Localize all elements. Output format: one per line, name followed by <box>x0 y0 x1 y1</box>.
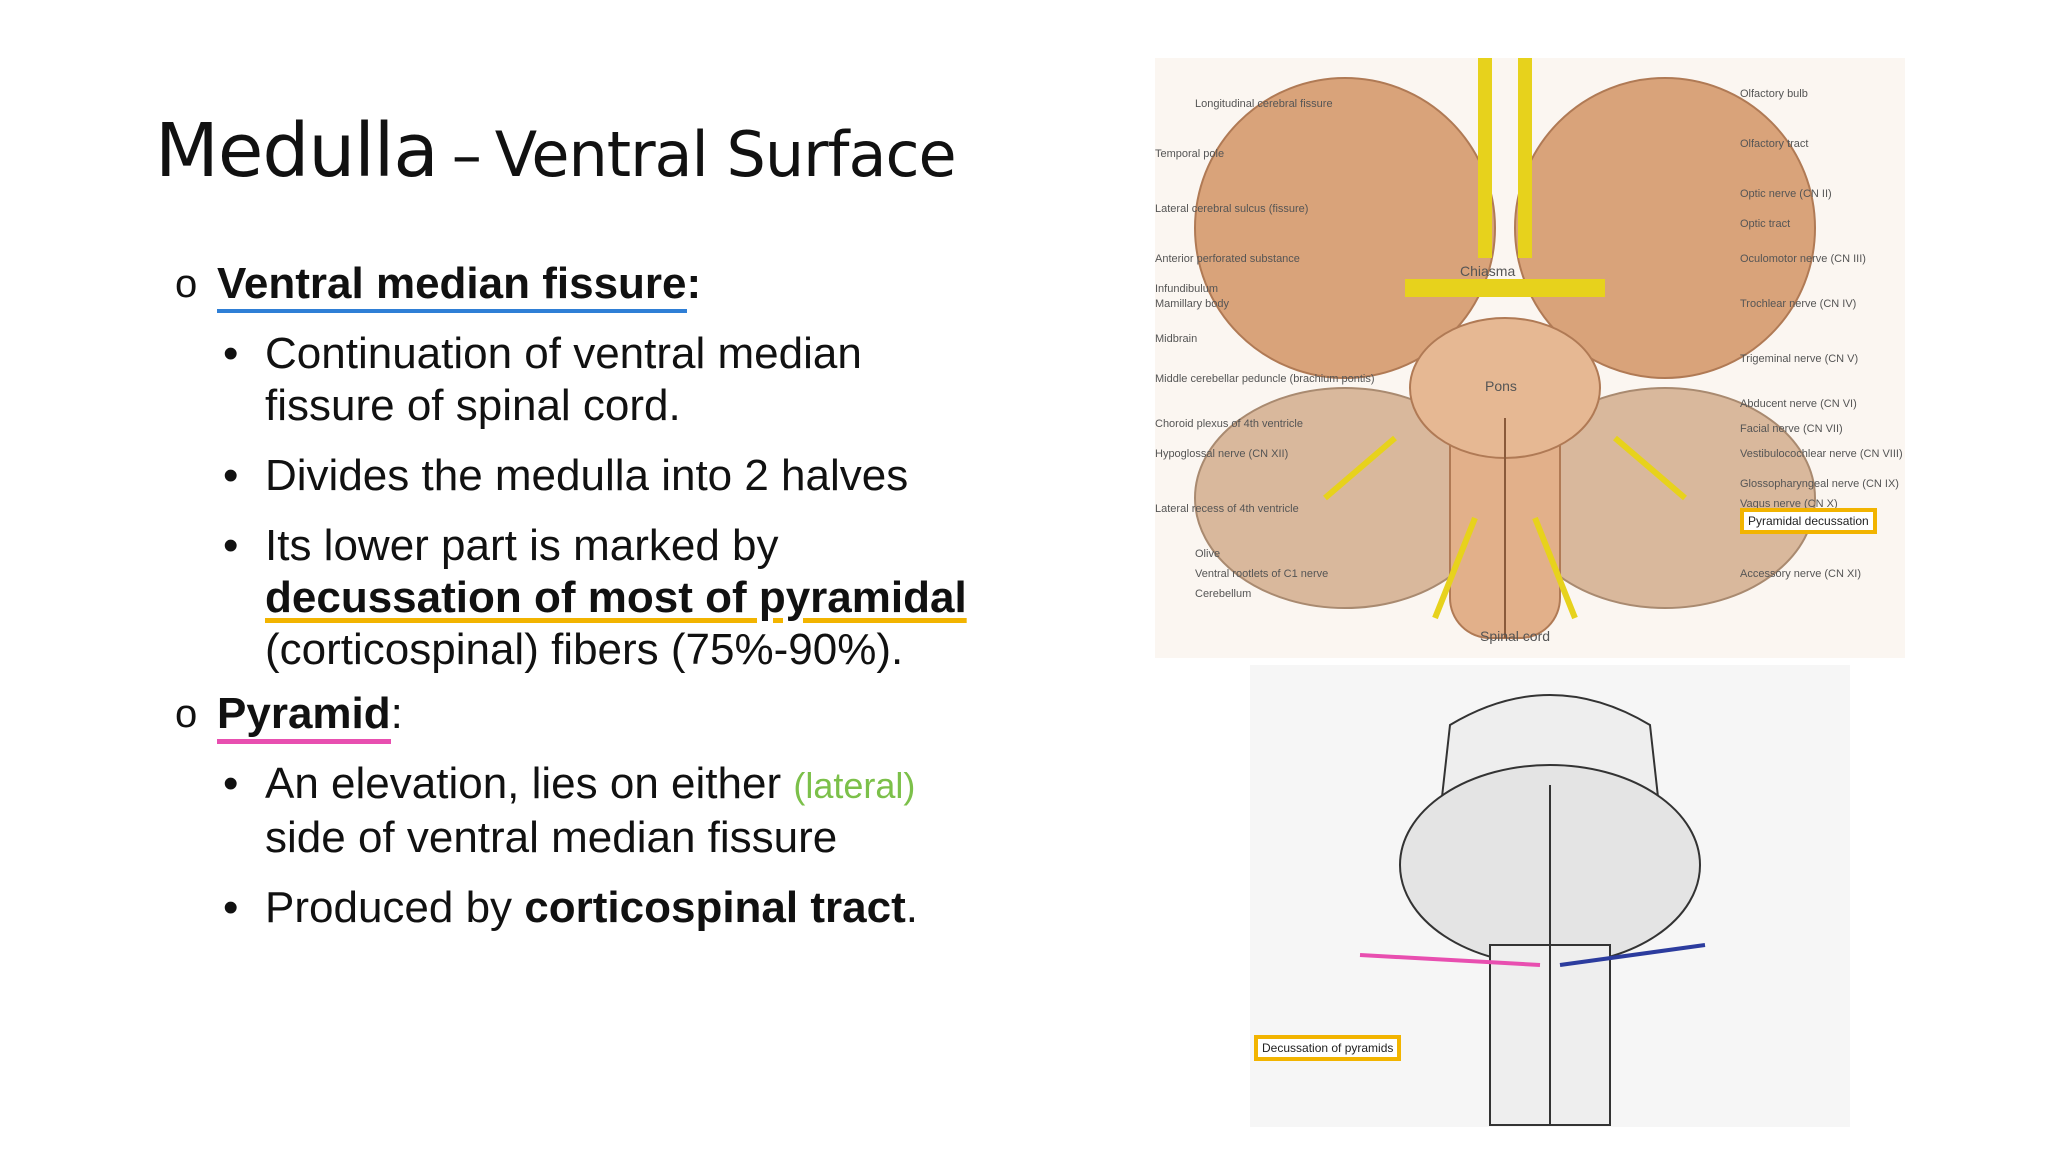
figure-label: Trochlear nerve (CN IV) <box>1740 298 1857 310</box>
figure-label: Abducent nerve (CN VI) <box>1740 398 1857 410</box>
figure-label: Vagus nerve (CN X) <box>1740 498 1838 510</box>
bullet-text: . <box>905 883 918 932</box>
bullet-item: • An elevation, lies on either (lateral)… <box>175 758 995 864</box>
figure-label: Cerebellum <box>1195 588 1252 600</box>
figure-label: Middle cerebellar peduncle (brachium pon… <box>1155 373 1375 385</box>
brainstem-line-drawing: Decussation of pyramids <box>1250 665 1850 1127</box>
figure-label: Olive <box>1195 548 1221 560</box>
figure-label: Glossopharyngeal nerve (CN IX) <box>1740 478 1899 490</box>
figure-label: Olfactory tract <box>1740 138 1809 150</box>
bullet-bold-text: corticospinal tract <box>524 883 906 932</box>
figure-label: Ventral rootlets of C1 nerve <box>1195 568 1329 580</box>
brainstem-line-svg <box>1359 694 1706 1126</box>
slide-title-main: Medulla <box>155 108 439 194</box>
heading-text: Ventral median fissure <box>217 259 687 313</box>
bullet-lateral-note: (lateral) <box>793 765 916 806</box>
bullet-dot-icon: • <box>223 451 239 500</box>
brainstem-color-drawing <box>1194 58 1816 639</box>
slide-body: o Ventral median fissure: • Continuation… <box>175 258 995 934</box>
bullet-item: • Continuation of ventral median fissure… <box>175 328 995 432</box>
figure-label: Hypoglossal nerve (CN XII) <box>1155 448 1289 460</box>
figure-label: Midbrain <box>1155 333 1198 345</box>
bullet-item: • Divides the medulla into 2 halves <box>175 450 995 502</box>
section-heading-pyramid: o Pyramid: <box>175 688 995 744</box>
section-heading-ventral-median-fissure: o Ventral median fissure: <box>175 258 995 313</box>
figure-label: Oculomotor nerve (CN III) <box>1740 253 1866 265</box>
figure-label: Lateral recess of 4th ventricle <box>1155 503 1299 515</box>
pyramidal-decussation-callout: Pyramidal decussation <box>1740 508 1877 534</box>
heading-suffix: : <box>686 259 702 308</box>
figure-label: Lateral cerebral sulcus (fissure) <box>1155 203 1309 215</box>
figure-label: Facial nerve (CN VII) <box>1740 423 1843 435</box>
figure-label: Trigeminal nerve (CN V) <box>1740 353 1859 365</box>
heading-suffix: : <box>390 689 403 738</box>
figure-inline-text: Pons <box>1485 378 1517 394</box>
figure-label: Anterior perforated substance <box>1155 253 1300 265</box>
figure-label: Optic tract <box>1740 218 1791 230</box>
figure-label: Longitudinal cerebral fissure <box>1195 98 1333 110</box>
bullet-item: • Its lower part is marked by decussatio… <box>175 520 995 676</box>
circle-bullet-icon: o <box>175 262 198 306</box>
figure-inline-text: Chiasma <box>1460 263 1516 279</box>
circle-bullet-icon: o <box>175 692 198 736</box>
bullet-text: Divides the medulla into 2 halves <box>265 451 909 500</box>
figure-label: Vestibulocochlear nerve (CN VIII) <box>1740 448 1903 460</box>
decussation-of-pyramids-callout: Decussation of pyramids <box>1254 1035 1402 1061</box>
figure-label: Optic nerve (CN II) <box>1740 188 1832 200</box>
slide-title-sub: Ventral Surface <box>494 118 957 191</box>
slide-title: Medulla–Ventral Surface <box>155 108 957 194</box>
figure-inline-text: Spinal cord <box>1480 628 1551 644</box>
figure-label: Accessory nerve (CN XI) <box>1740 568 1862 580</box>
bullet-dot-icon: • <box>223 883 239 932</box>
figure-label: Infundibulum <box>1155 283 1218 295</box>
bullet-highlight: decussation of most of pyramidal <box>265 573 967 622</box>
figure-label: Temporal pole <box>1155 148 1225 160</box>
bullet-text: Its lower part is marked by <box>265 521 779 570</box>
bullet-text: An elevation, lies on either <box>265 759 794 808</box>
brainstem-color-illustration: Longitudinal cerebral fissure Temporal p… <box>1155 58 1905 658</box>
bullet-dot-icon: • <box>223 521 239 570</box>
bullet-text: Produced by <box>265 883 525 932</box>
bullet-text: Continuation of ventral median fissure o… <box>265 329 862 430</box>
bullet-text: (corticospinal) fibers (75%-90%). <box>265 625 904 674</box>
heading-text: Pyramid <box>217 689 391 744</box>
figure-label: Olfactory bulb <box>1740 88 1808 100</box>
figure-label: Mamillary body <box>1155 298 1229 310</box>
figure-label: Choroid plexus of 4th ventricle <box>1155 418 1303 430</box>
bullet-item: • Produced by corticospinal tract. <box>175 882 995 934</box>
bullet-text: side of ventral median fissure <box>265 813 838 862</box>
bullet-dot-icon: • <box>223 329 239 378</box>
bullet-dot-icon: • <box>223 759 239 808</box>
slide-title-separator: – <box>451 121 482 191</box>
